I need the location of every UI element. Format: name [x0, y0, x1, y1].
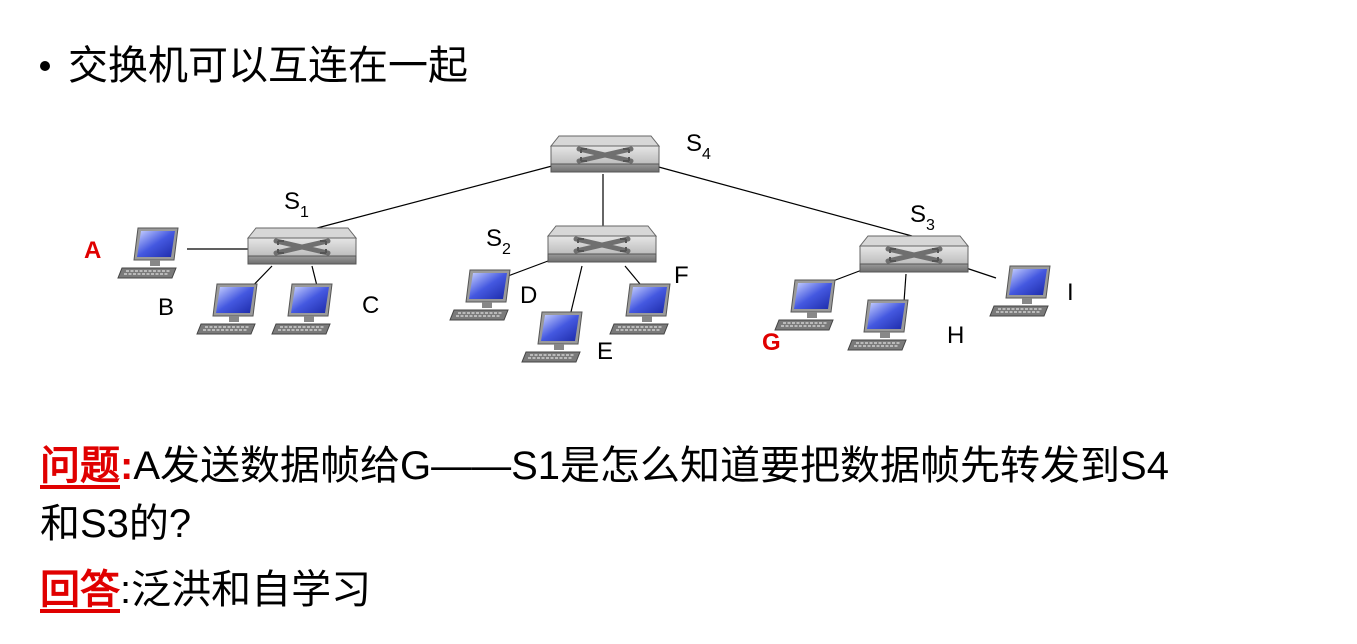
- host-c-label: C: [362, 292, 379, 319]
- host-a-icon: [117, 227, 179, 279]
- answer-label: 回答: [40, 568, 120, 612]
- host-b-icon: [196, 283, 258, 335]
- switch-s3-icon: [860, 236, 968, 272]
- answer-line: 回答:泛洪和自学习: [40, 562, 371, 618]
- host-c-icon: [271, 283, 333, 335]
- switch-s1-icon: [248, 228, 356, 264]
- host-labels: A B C D E F G H I: [84, 237, 1074, 365]
- host-f-label: F: [674, 262, 689, 289]
- links: [187, 165, 997, 317]
- network-diagram: S4 S1 S2 S3 A B C D E F G H I: [84, 130, 1074, 365]
- host-f-icon: [609, 283, 671, 335]
- host-b-label: B: [158, 294, 174, 321]
- link-s4-s1: [301, 165, 553, 233]
- host-d-icon: [449, 269, 511, 321]
- switch-s4-icon: [551, 136, 659, 172]
- link-s2-f: [624, 265, 641, 285]
- host-a-label: A: [84, 237, 101, 264]
- host-h-label: H: [947, 322, 964, 349]
- answer-text: 泛洪和自学习: [131, 568, 372, 612]
- bullet-item: 交换机可以互连在一起: [40, 38, 468, 94]
- switch-labels: S4 S1 S2 S3: [284, 130, 935, 258]
- answer-colon: :: [120, 568, 132, 612]
- host-i-label: I: [1067, 279, 1074, 306]
- question-text-line1: A发送数据帧给G——S1是怎么知道要把数据帧先转发到S4: [133, 444, 1169, 488]
- link-s2-d: [507, 260, 549, 277]
- switch-s1-label: S1: [284, 188, 309, 221]
- host-i-icon: [989, 265, 1051, 317]
- link-s3-h: [903, 273, 907, 303]
- switches: [248, 136, 968, 272]
- question-colon: :: [120, 444, 134, 488]
- link-s2-e: [569, 265, 583, 317]
- link-s3-i: [965, 267, 997, 279]
- host-e-icon: [521, 311, 583, 363]
- question-label: 问题: [40, 444, 120, 488]
- link-s4-s3: [654, 165, 913, 237]
- switch-s3-label: S3: [910, 201, 935, 234]
- host-g-icon: [774, 279, 836, 331]
- bullet-text: 交换机可以互连在一起: [68, 44, 468, 88]
- question-text-line2: 和S3的?: [40, 502, 192, 546]
- host-d-label: D: [520, 282, 537, 309]
- switch-s2-icon: [548, 226, 656, 262]
- question-line-2: 和S3的?: [40, 496, 191, 552]
- host-g-label: G: [762, 329, 781, 356]
- host-h-icon: [847, 299, 909, 351]
- switch-s2-label: S2: [486, 225, 511, 258]
- bullet-dot-icon: [40, 61, 50, 71]
- question-line-1: 问题:A发送数据帧给G——S1是怎么知道要把数据帧先转发到S4: [40, 438, 1169, 494]
- host-e-label: E: [597, 338, 613, 365]
- switch-s4-label: S4: [686, 130, 711, 163]
